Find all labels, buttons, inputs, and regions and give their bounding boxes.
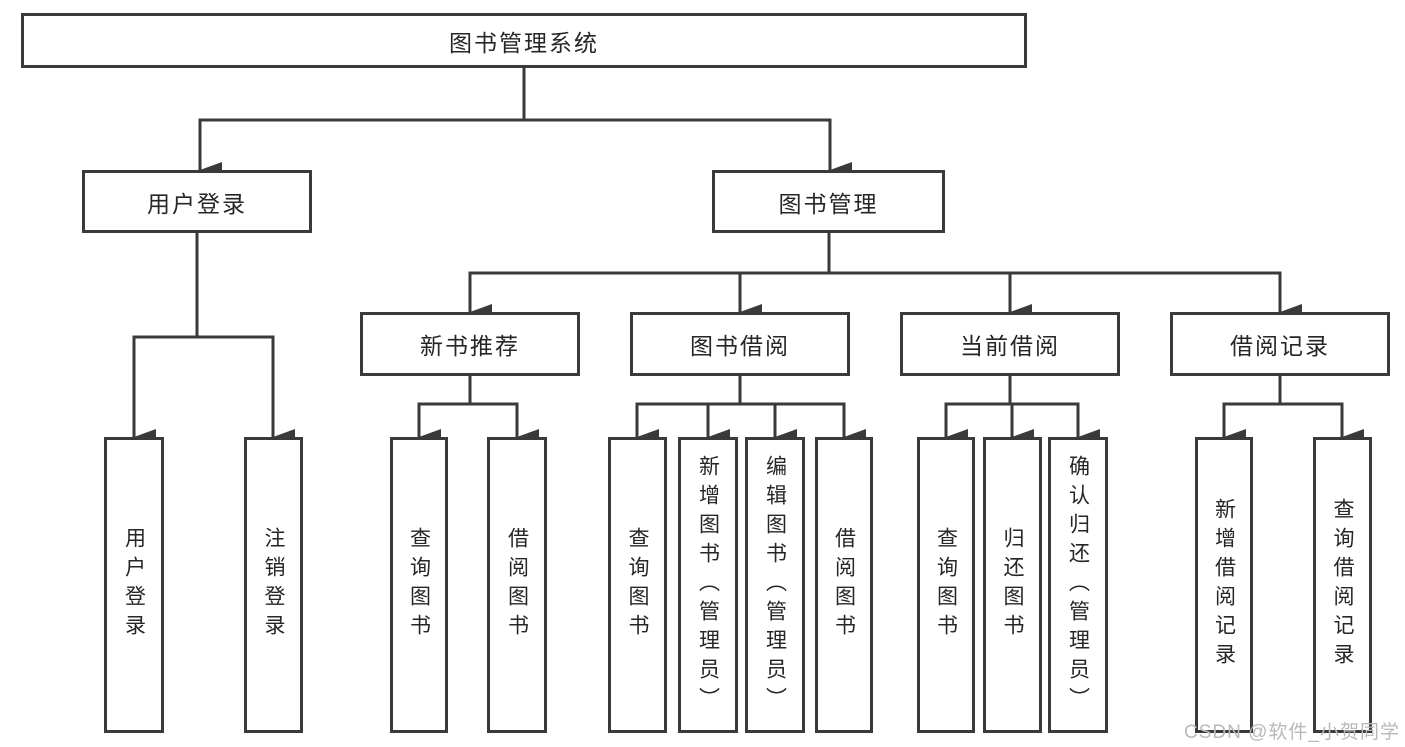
- leaf-add-book-admin: 新增图书（管理员）: [678, 437, 738, 733]
- node-current-borrowing: 当前借阅: [900, 312, 1120, 376]
- leaf-query-book-current: 查询图书: [917, 437, 975, 733]
- csdn-watermark: CSDN @软件_小贺同学: [1184, 722, 1400, 743]
- node-new-book-recommendation: 新书推荐: [360, 312, 580, 376]
- leaf-add-borrow-record: 新增借阅记录: [1195, 437, 1253, 733]
- leaf-user-login: 用户登录: [104, 437, 164, 733]
- leaf-logout: 注销登录: [244, 437, 303, 733]
- node-book-management-branch: 图书管理: [712, 170, 945, 233]
- leaf-query-book-borrowing: 查询图书: [608, 437, 667, 733]
- leaf-return-book: 归还图书: [983, 437, 1042, 733]
- leaf-query-book-recommend: 查询图书: [390, 437, 448, 733]
- node-book-borrowing: 图书借阅: [630, 312, 850, 376]
- leaf-query-borrow-record: 查询借阅记录: [1313, 437, 1372, 733]
- node-library-management-system: 图书管理系统: [21, 13, 1027, 68]
- node-borrowing-records: 借阅记录: [1170, 312, 1390, 376]
- leaf-borrow-book: 借阅图书: [815, 437, 873, 733]
- leaf-confirm-return-admin: 确认归还（管理员）: [1048, 437, 1108, 733]
- node-user-login-branch: 用户登录: [82, 170, 312, 233]
- leaf-borrow-book-recommend: 借阅图书: [487, 437, 547, 733]
- leaf-edit-book-admin: 编辑图书（管理员）: [745, 437, 805, 733]
